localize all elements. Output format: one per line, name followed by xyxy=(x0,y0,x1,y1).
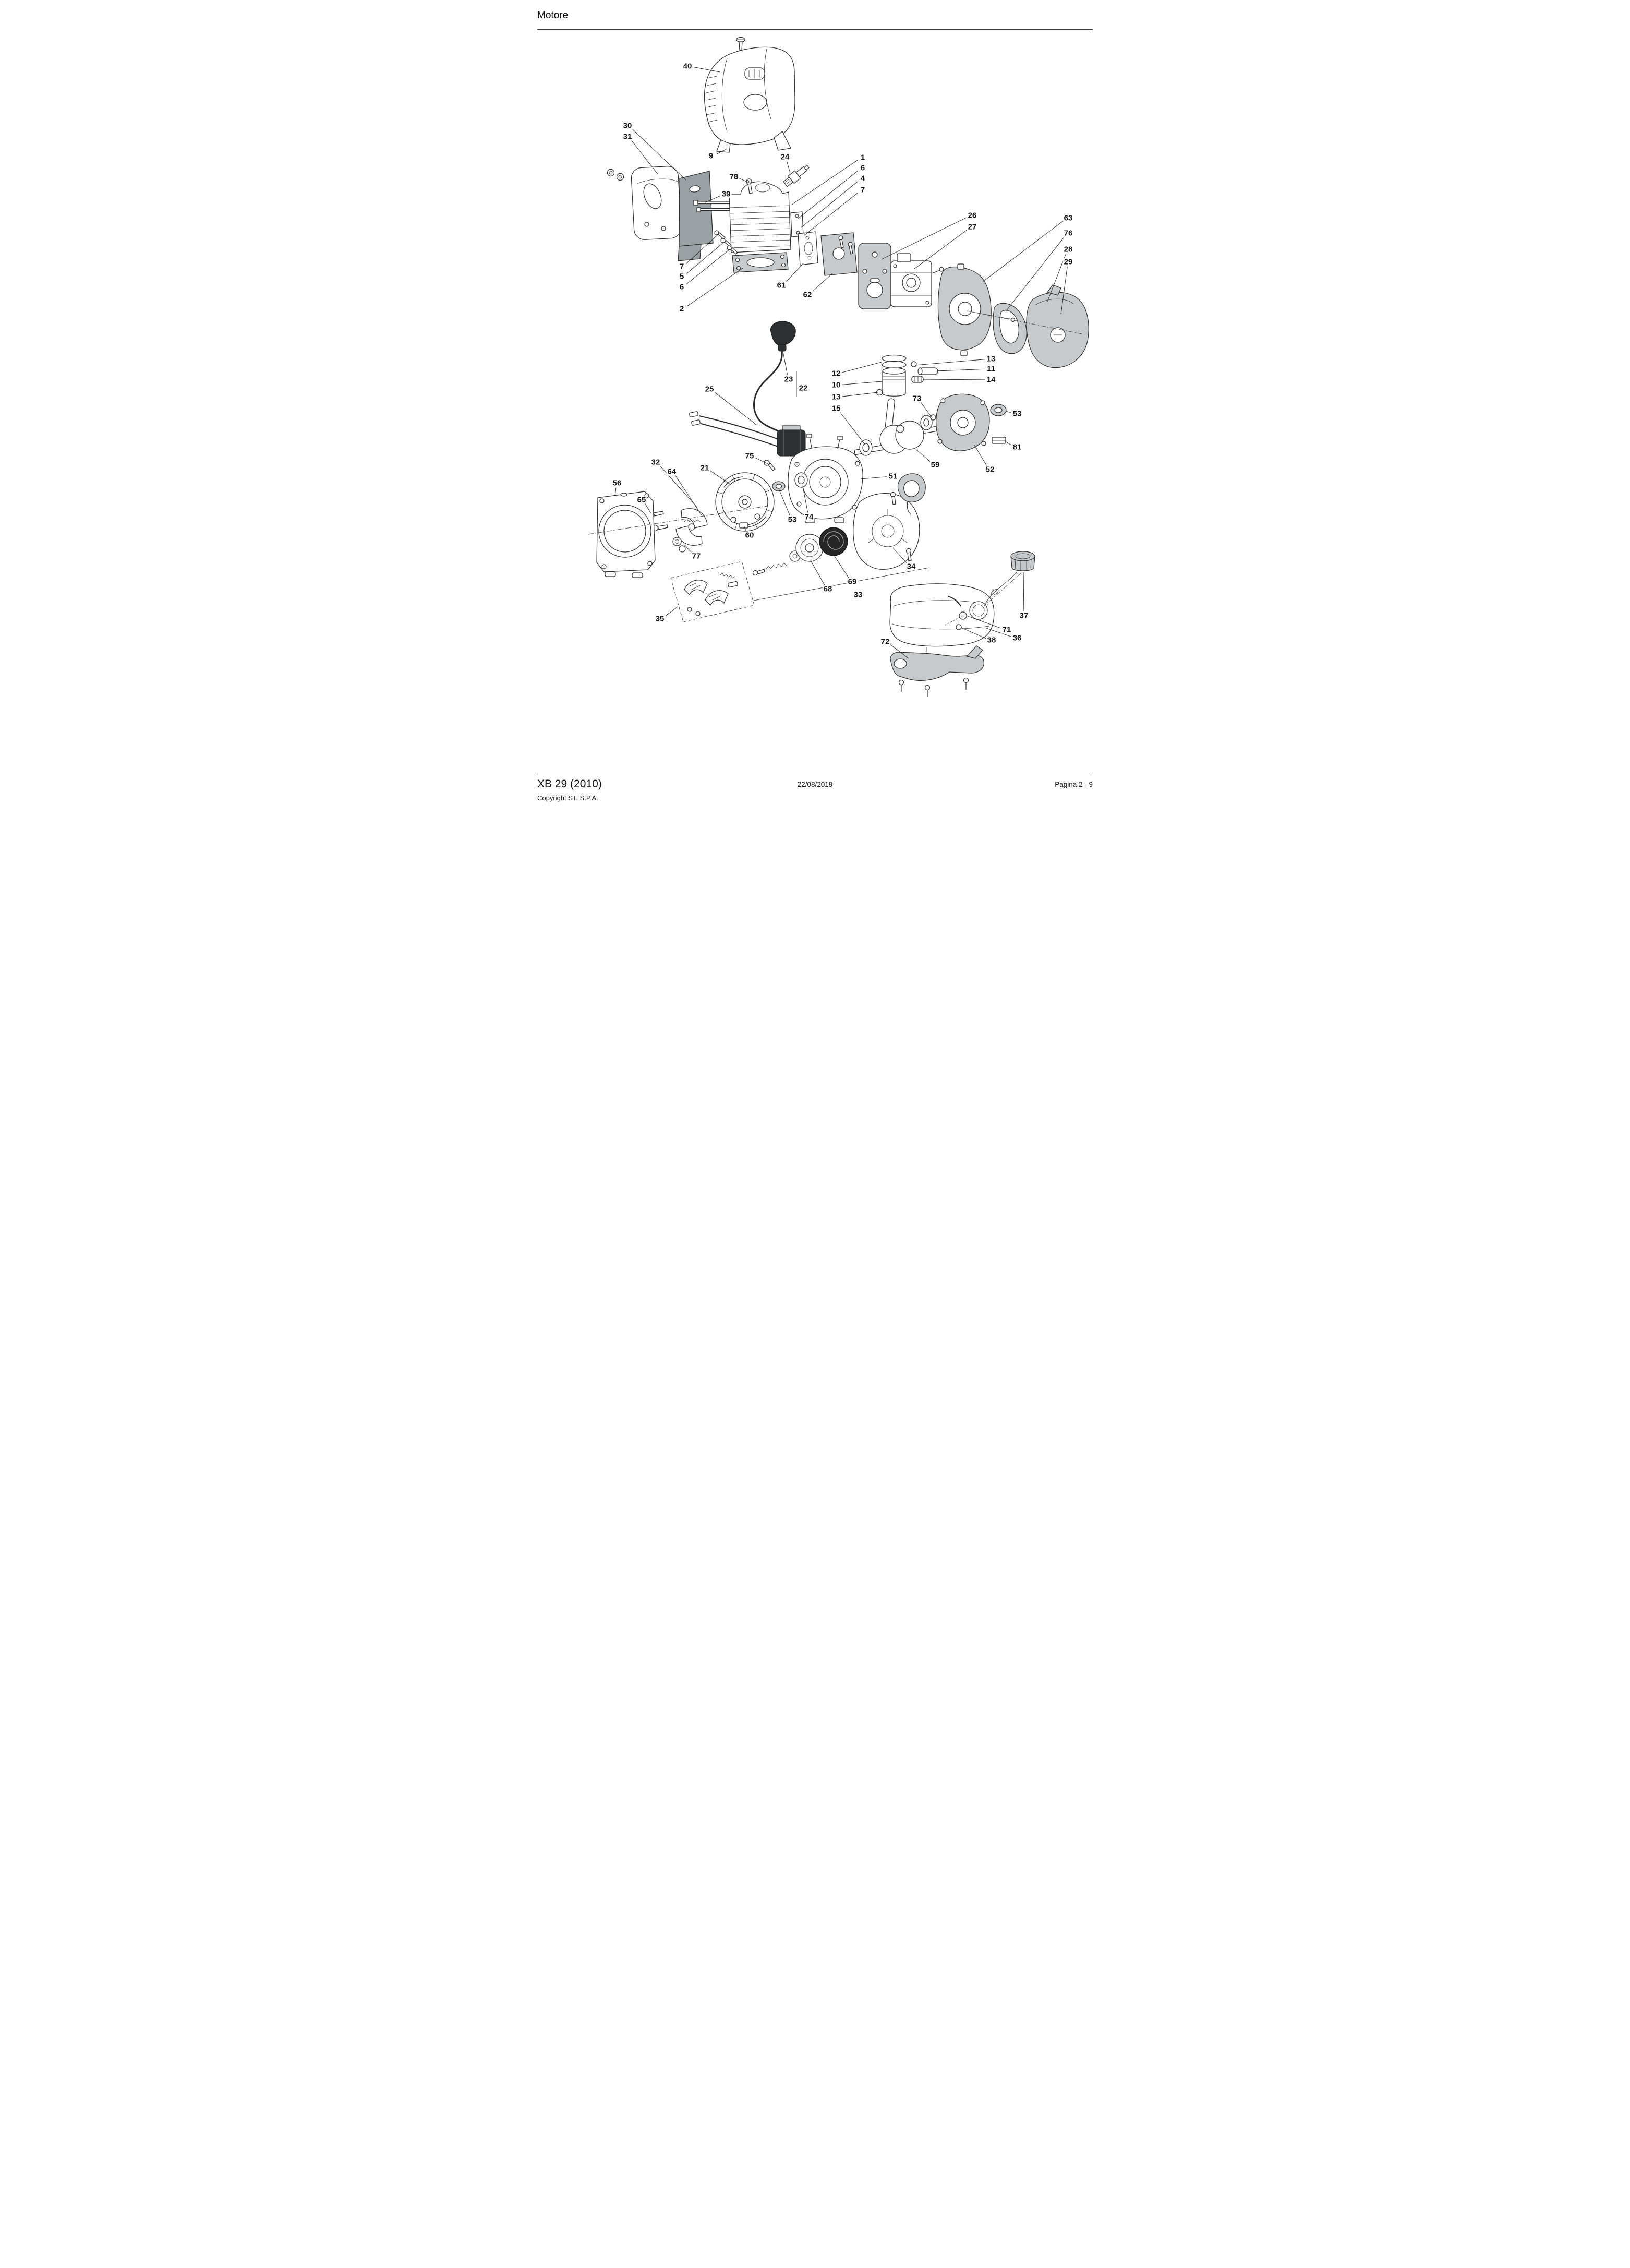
part-fuel-tank xyxy=(889,583,995,647)
part-needle-bearing xyxy=(911,376,924,383)
screw-icon xyxy=(736,37,745,51)
part-airbox-cover xyxy=(1026,284,1089,368)
part-starter-housing xyxy=(853,491,920,570)
part-insulator-block xyxy=(820,232,858,276)
part-fan-housing xyxy=(596,491,656,578)
part-carburetor xyxy=(890,253,944,307)
part-cylinder-screws xyxy=(714,230,738,255)
part-81 xyxy=(992,437,1006,444)
group-line-33 xyxy=(751,567,930,602)
part-flywheel xyxy=(715,472,775,532)
part-rewind-spring xyxy=(819,527,848,556)
part-heat-shield xyxy=(678,171,714,261)
manual-page: Motore xyxy=(522,0,1108,817)
exploded-parts-diagram xyxy=(588,37,1089,697)
part-screw-78 xyxy=(746,178,753,194)
part-filter-element xyxy=(993,303,1027,354)
flywheel-fins xyxy=(717,474,773,530)
page-number-label: Pagina 2 - 9 xyxy=(1055,781,1093,788)
part-crankshaft xyxy=(854,398,951,456)
part-piston xyxy=(882,367,906,397)
part-clutch xyxy=(672,508,708,553)
part-bearing-74 xyxy=(794,472,808,488)
leader-lines xyxy=(614,67,1068,659)
part-ignition-coil xyxy=(689,411,806,457)
part-handle-bracket xyxy=(890,645,984,697)
part-starter-handle xyxy=(897,473,926,515)
part-seal-right xyxy=(990,404,1007,416)
part-cylinder xyxy=(729,181,804,253)
part-seal-left xyxy=(772,481,786,491)
part-screw-75 xyxy=(764,460,776,471)
part-carb-gasket xyxy=(858,243,891,309)
part-crankcase-half xyxy=(936,393,990,451)
part-crankcase xyxy=(788,434,863,523)
model-label: XB 29 (2010) xyxy=(537,778,602,790)
airbox-axis-line xyxy=(967,310,1082,334)
header-divider xyxy=(537,29,1093,30)
part-engine-top-cover xyxy=(704,37,795,153)
part-spark-plug xyxy=(783,164,810,187)
part-cylinder-base-gasket xyxy=(732,252,789,273)
part-piston-rings xyxy=(882,354,907,369)
part-spark-plug-cap xyxy=(753,321,796,434)
date-label: 22/08/2019 xyxy=(797,781,833,788)
copyright-label: Copyright ST. S.P.A. xyxy=(537,794,598,802)
part-wrist-pin xyxy=(917,367,938,375)
cylinder-fins xyxy=(730,205,791,248)
part-insulator-gasket xyxy=(798,231,818,266)
part-circlip-right xyxy=(911,361,917,367)
part-airbox-backplate xyxy=(937,263,1016,356)
page-title: Motore xyxy=(537,10,569,21)
part-fuel-cap xyxy=(984,551,1035,607)
cap-axis-line xyxy=(983,572,1022,607)
part-starter-pulley-group xyxy=(752,534,824,576)
clutch-axis-line xyxy=(588,506,767,535)
part-clutch-kit xyxy=(670,561,755,622)
part-muffler xyxy=(607,166,682,240)
cooling-fins xyxy=(706,76,718,123)
